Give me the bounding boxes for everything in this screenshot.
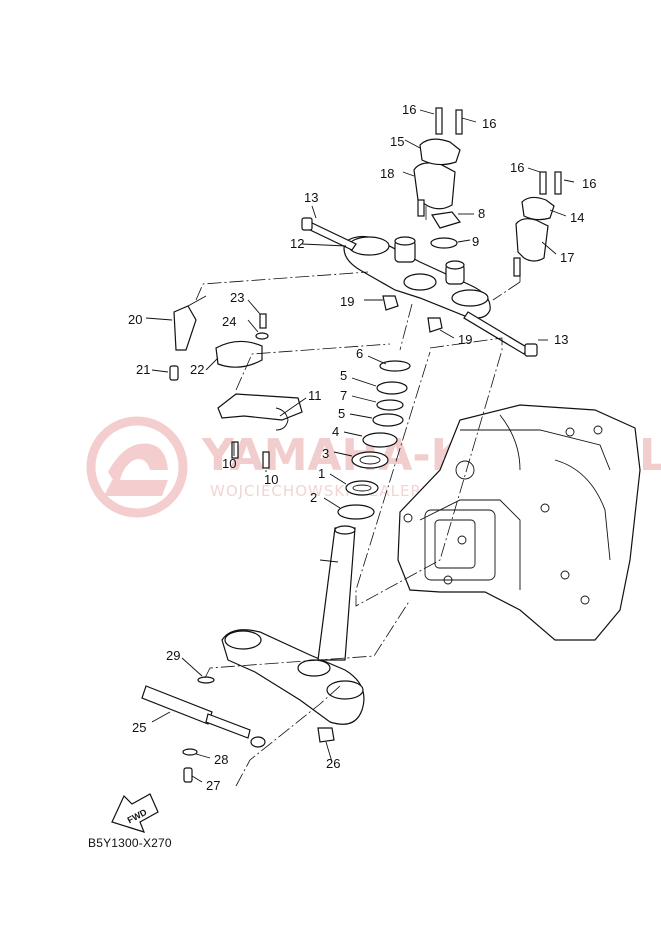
callout-16: 16: [482, 116, 496, 131]
callout-14: 14: [570, 210, 584, 225]
callout-24: 24: [222, 314, 236, 329]
callout-27: 27: [206, 778, 220, 793]
callout-10: 10: [222, 456, 236, 471]
callout-25: 25: [132, 720, 146, 735]
callout-18: 18: [380, 166, 394, 181]
callout-20: 20: [128, 312, 142, 327]
leader-lines: [145, 109, 575, 783]
bearing-stack: [337, 360, 411, 520]
watermark-logo: [86, 416, 188, 518]
callout-17: 17: [560, 250, 574, 265]
callout-16: 16: [582, 176, 596, 191]
callout-7: 7: [340, 388, 347, 403]
frame: [397, 404, 641, 641]
fwd-arrow: FWD: [111, 793, 159, 833]
callout-13: 13: [554, 332, 568, 347]
callout-11: 11: [308, 388, 322, 403]
upper-bracket: [343, 235, 491, 319]
callout-10: 10: [264, 472, 278, 487]
callout-9: 9: [472, 234, 479, 249]
callout-13: 13: [304, 190, 318, 205]
callout-29: 29: [166, 648, 180, 663]
fasteners: [301, 211, 538, 357]
lower-bracket: [221, 525, 365, 725]
callout-23: 23: [230, 290, 244, 305]
callout-28: 28: [214, 752, 228, 767]
callout-4: 4: [332, 424, 339, 439]
callout-12: 12: [290, 236, 304, 251]
callout-26: 26: [326, 756, 340, 771]
hose-bracket-assembly: [169, 295, 303, 469]
callout-15: 15: [390, 134, 404, 149]
callout-16: 16: [510, 160, 524, 175]
callout-16: 16: [402, 102, 416, 117]
drawing-code: B5Y1300-X270: [88, 836, 172, 850]
callout-2: 2: [310, 490, 317, 505]
callout-22: 22: [190, 362, 204, 377]
callout-21: 21: [136, 362, 150, 377]
steering-damper: [141, 676, 335, 783]
callout-8: 8: [478, 206, 485, 221]
callout-5: 5: [338, 406, 345, 421]
callout-5: 5: [340, 368, 347, 383]
callout-19: 19: [458, 332, 472, 347]
callout-1: 1: [318, 466, 325, 481]
callout-labels: 16 16 15 18 16 16 14 17 8 9 13 12 19 13 …: [128, 102, 596, 793]
handlebar-holders: [413, 107, 562, 277]
callout-19: 19: [340, 294, 354, 309]
callout-3: 3: [322, 446, 329, 461]
guide-lines: [195, 206, 521, 787]
callout-6: 6: [356, 346, 363, 361]
